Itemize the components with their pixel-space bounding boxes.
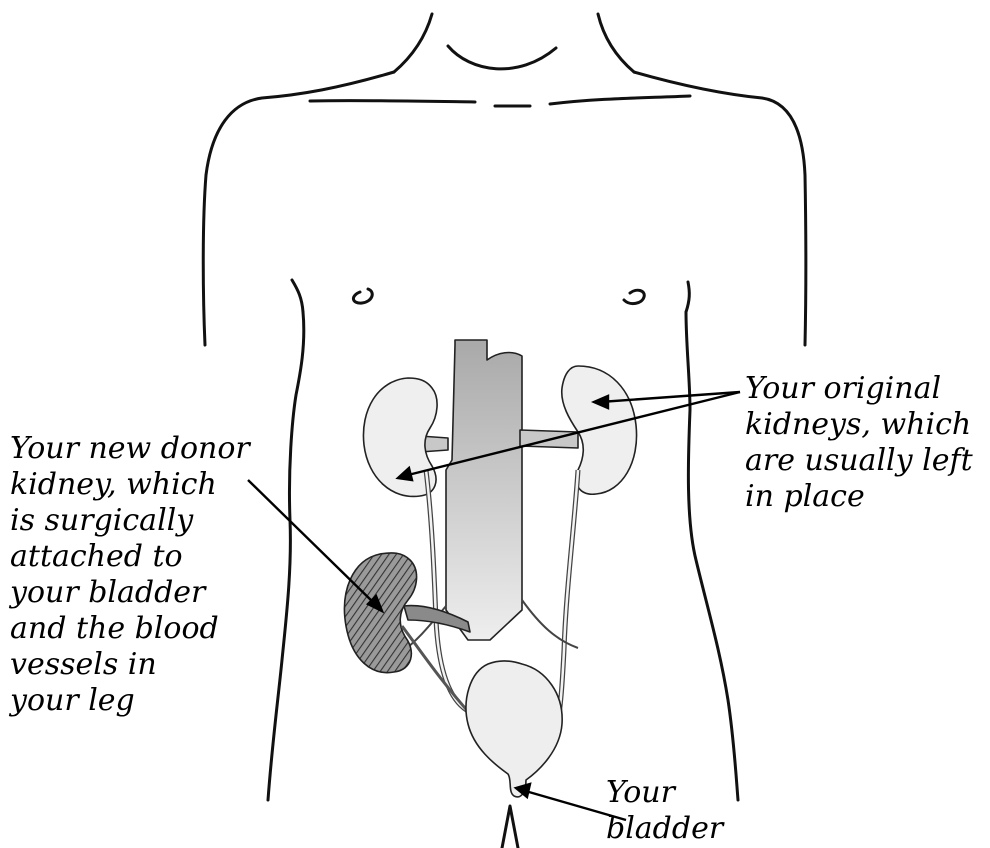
donor-label-line: is surgically xyxy=(10,503,250,539)
neck-crease xyxy=(448,46,556,69)
left-nipple xyxy=(353,289,372,303)
donor-label-line: kidney, which xyxy=(10,467,250,503)
original-kidneys-label: Your original kidneys, which are usually… xyxy=(745,371,973,515)
arrow-donor-line xyxy=(248,480,376,605)
left-torso-side xyxy=(268,312,304,800)
donor-label-line: and the blood xyxy=(10,611,250,647)
left-collarbone xyxy=(310,101,475,102)
original-label-line: Your original xyxy=(745,371,973,407)
bladder-label-line: Your xyxy=(606,775,723,811)
donor-kidney-label: Your new donor kidney, which is surgical… xyxy=(10,431,250,719)
right-armpit xyxy=(686,282,689,312)
donor-label-line: vessels in xyxy=(10,647,250,683)
donor-label-line: attached to xyxy=(10,539,250,575)
neck-right-line xyxy=(598,14,634,72)
original-label-line: are usually left xyxy=(745,443,973,479)
right-collarbone xyxy=(550,96,690,104)
aorta xyxy=(446,340,522,640)
urinary-system xyxy=(344,340,636,797)
right-nipple xyxy=(624,290,644,303)
donor-label-line: your leg xyxy=(10,683,250,719)
original-label-line: kidneys, which xyxy=(745,407,973,443)
left-armpit xyxy=(292,280,303,312)
donor-label-line: Your new donor xyxy=(10,431,250,467)
original-kidney-right xyxy=(562,366,637,494)
neck-left-line xyxy=(394,14,432,72)
right-shoulder xyxy=(634,72,806,345)
donor-label-line: your bladder xyxy=(10,575,250,611)
groin-line xyxy=(502,806,518,848)
iliac-right xyxy=(522,600,578,648)
bladder-label-line: bladder xyxy=(606,811,723,847)
left-shoulder xyxy=(203,72,394,345)
bladder xyxy=(466,661,562,797)
right-torso-side xyxy=(686,312,738,800)
bladder-label: Your bladder xyxy=(606,775,723,847)
original-label-line: in place xyxy=(745,479,973,515)
